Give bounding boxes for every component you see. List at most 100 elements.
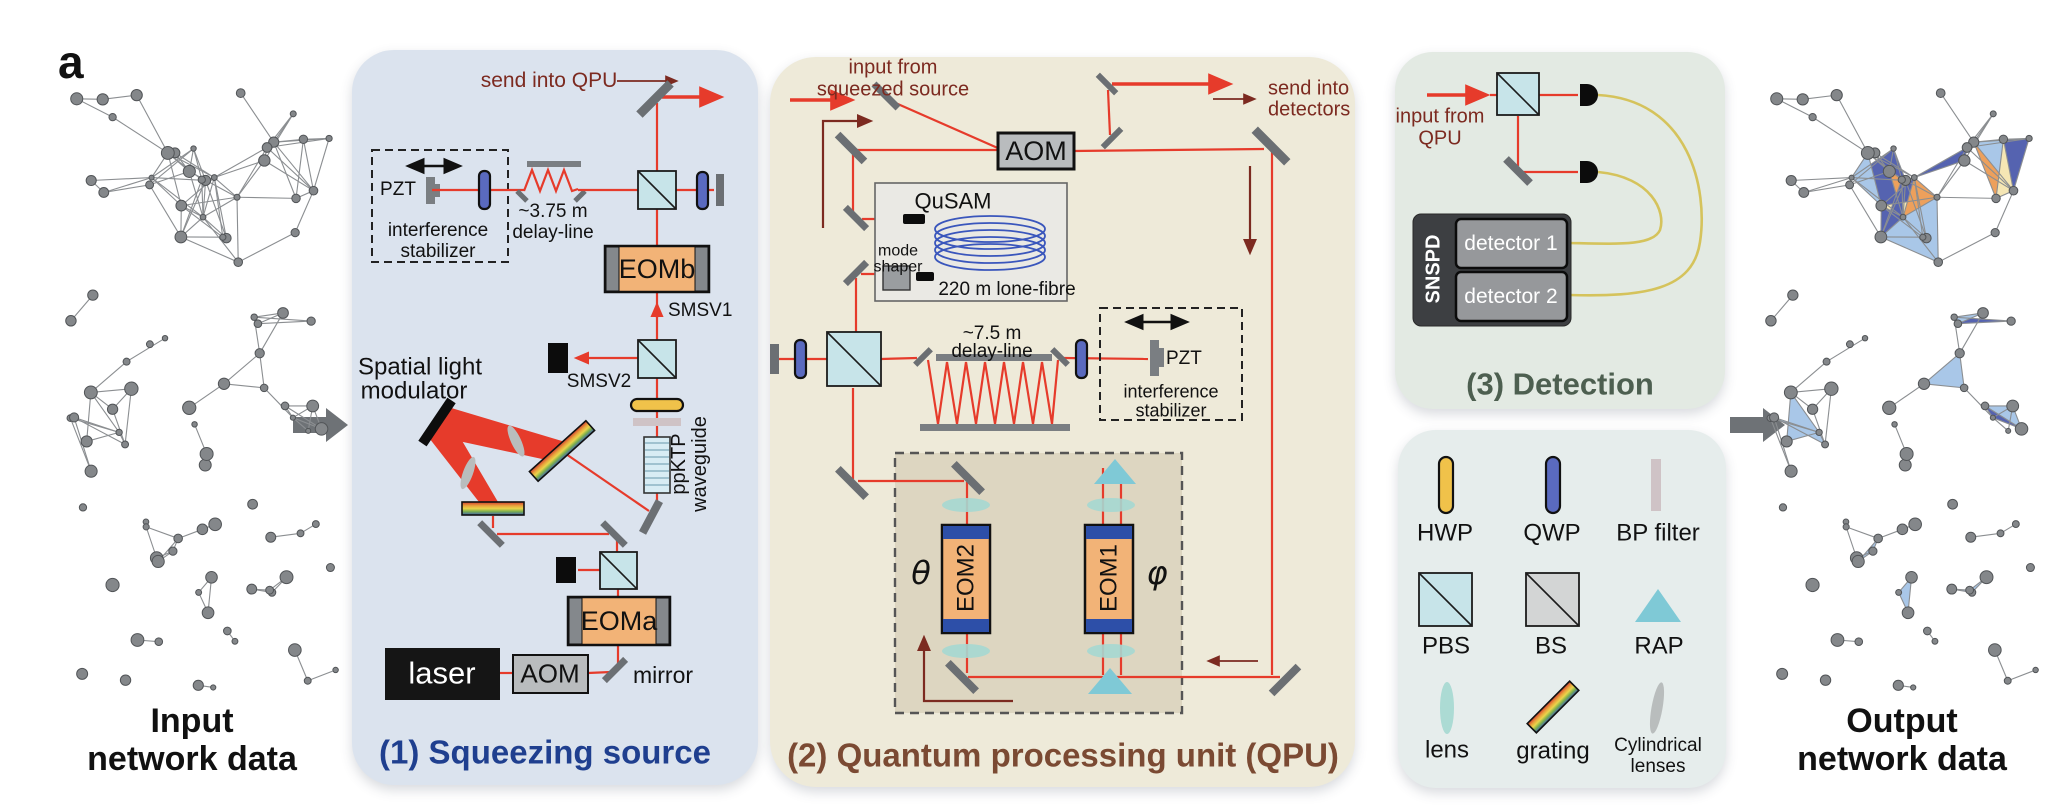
- lens-icon: [942, 498, 990, 512]
- network-edge: [1824, 388, 1832, 445]
- network-edge: [1995, 139, 2004, 199]
- network-edge: [266, 147, 314, 192]
- network-node: [1798, 187, 1810, 198]
- qwp-icon: [1544, 455, 1562, 515]
- network-edge: [90, 361, 127, 393]
- laser-box: [385, 648, 500, 700]
- network-node: [1958, 154, 1971, 167]
- network-edge: [193, 148, 207, 181]
- network-edge: [1826, 337, 1866, 363]
- network-node: [1776, 667, 1789, 680]
- network-edge: [1963, 387, 1994, 419]
- aom-label: AOM: [520, 658, 580, 689]
- beam-dump-icon: [548, 343, 568, 373]
- network-edge: [1776, 98, 1813, 118]
- qusam-box: [874, 182, 1068, 302]
- bs-icon: [1525, 572, 1580, 627]
- network-edge: [112, 116, 169, 154]
- network-node: [1896, 523, 1909, 536]
- fiber-coupler-icon: [916, 272, 934, 281]
- network-edge: [1849, 184, 1882, 238]
- mirror-icon: [1095, 72, 1119, 96]
- network-edge: [307, 669, 336, 682]
- network-edge: [213, 177, 238, 198]
- legend-label-cylindrical-line2: lenses: [1630, 756, 1686, 778]
- rap-icon: [1094, 459, 1136, 484]
- network-edge: [1913, 177, 1924, 238]
- network-node: [1950, 313, 1958, 321]
- network-node: [325, 134, 333, 143]
- network-node: [250, 313, 258, 321]
- network-node: [1923, 626, 1932, 636]
- network-node: [253, 319, 263, 329]
- interference-stabilizer-box: [371, 149, 509, 263]
- network-node: [1770, 92, 1784, 106]
- smsv2-label: SMSV2: [566, 371, 632, 393]
- network-node: [2025, 134, 2033, 143]
- beam-dump-icon: [556, 557, 576, 583]
- pbs-icon: [637, 170, 677, 210]
- network-node: [1796, 93, 1809, 106]
- qusam-label: QuSAM: [914, 188, 992, 214]
- delay-line-label-line1: ~3.75 m: [518, 201, 588, 223]
- ppktp-label: ppKTP waveguide: [668, 416, 711, 512]
- network-edge: [237, 232, 296, 263]
- network-edge: [124, 388, 132, 445]
- network-node: [1899, 446, 1914, 461]
- network-node: [2008, 185, 2019, 196]
- stabilizer-label-line1: interference: [1123, 381, 1219, 402]
- network-node: [115, 428, 123, 437]
- network-node: [154, 637, 164, 647]
- network-node: [124, 381, 139, 396]
- mirror-icon: [1100, 126, 1124, 150]
- network-edge: [273, 141, 314, 192]
- input-caption-line2: network data: [87, 740, 297, 779]
- network-edge: [201, 179, 204, 218]
- network-node: [195, 588, 203, 596]
- snspd-label: SNSPD: [1422, 234, 1445, 304]
- network-edge: [1893, 148, 1903, 180]
- pzt-label: PZT: [380, 179, 416, 201]
- network-edge: [145, 526, 179, 539]
- network-node: [1959, 383, 1969, 393]
- network-node: [308, 185, 319, 196]
- input-network-graph-3: [76, 498, 339, 691]
- network-node: [1991, 193, 2001, 204]
- network-node: [1979, 570, 1994, 585]
- network-node: [289, 414, 297, 421]
- network-edge: [1812, 116, 1869, 154]
- network-edge: [1790, 392, 1820, 433]
- network-node: [1965, 531, 1977, 543]
- ppktp-label-line2: waveguide: [689, 416, 711, 512]
- ppktp-label-line1: ppKTP: [668, 433, 690, 495]
- network-node: [2011, 520, 2020, 529]
- network-node: [121, 440, 130, 449]
- network-node: [1892, 679, 1904, 691]
- network-edge: [2002, 139, 2015, 191]
- network-edge: [1936, 196, 1997, 199]
- network-node: [96, 93, 109, 106]
- network-edge: [1880, 236, 1939, 263]
- network-face: [1903, 197, 1939, 263]
- spatial-light-modulator-icon: [418, 397, 456, 447]
- network-node: [1780, 435, 1793, 448]
- legend-label-rap: RAP: [1634, 632, 1684, 660]
- network-node: [1815, 428, 1823, 437]
- network-node: [190, 145, 197, 152]
- send-into-qpu-label: send into QPU: [480, 68, 618, 92]
- legend-label-hwp: HWP: [1417, 519, 1473, 547]
- slm-beam-fan2-icon: [426, 410, 498, 502]
- network-edge: [1914, 147, 1968, 179]
- mirror-icon: [871, 81, 901, 111]
- network-edge: [1812, 409, 1826, 445]
- network-node: [205, 570, 218, 584]
- network-node: [182, 400, 197, 415]
- network-edge: [1954, 316, 2012, 322]
- network-node: [1785, 174, 1797, 187]
- network-node: [1946, 583, 1958, 595]
- bp-filter-icon: [1651, 459, 1661, 511]
- network-edge: [302, 139, 315, 191]
- network-node: [1778, 503, 1788, 512]
- qwp-icon: [477, 169, 492, 211]
